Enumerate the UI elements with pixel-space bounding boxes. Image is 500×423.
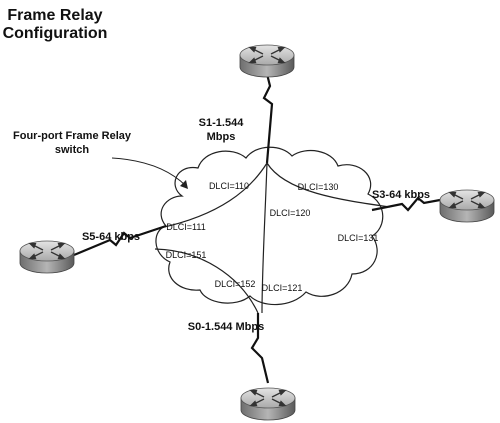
- pvc-line-151-152: [154, 248, 259, 314]
- serial-link-s0: [250, 313, 270, 384]
- link-label-s0: S0-1.544 Mbps: [188, 321, 264, 333]
- link-label-s5: S5-64 kbps: [82, 231, 140, 243]
- dlci-label-120: DLCI=120: [270, 208, 311, 218]
- switch-callout-arrow: [111, 157, 187, 187]
- dlci-label-152: DLCI=152: [215, 279, 256, 289]
- dlci-label-131: DLCI=131: [338, 233, 379, 243]
- router-icon-top: [239, 44, 295, 78]
- switch-label-line1: Four-port Frame Relay: [13, 130, 132, 142]
- callout-arrowhead-icon: [180, 180, 188, 189]
- link-label-s1-line2: Mbps: [207, 131, 236, 143]
- serial-link-s5: [73, 224, 167, 257]
- dlci-label-111: DLCI=111: [166, 222, 205, 232]
- diagram-title-line2: Configuration: [3, 25, 108, 42]
- serial-link-s1: [262, 73, 274, 164]
- router-icon-right: [439, 189, 495, 223]
- link-label-s3: S3-64 kbps: [372, 189, 430, 201]
- pvc-line-130-131: [266, 162, 391, 208]
- dlci-label-151: DLCI=151: [166, 250, 207, 260]
- pvc-line-110-111: [159, 162, 268, 229]
- dlci-label-121: DLCI=121: [262, 283, 303, 293]
- router-icon-left: [19, 240, 75, 274]
- dlci-label-130: DLCI=130: [298, 182, 339, 192]
- link-label-s1-line1: S1-1.544: [199, 117, 245, 129]
- dlci-label-110: DLCI=110: [209, 181, 249, 191]
- switch-label-line2: switch: [55, 144, 90, 156]
- diagram-title-line1: Frame Relay: [7, 7, 102, 24]
- router-icon-bottom: [240, 387, 296, 421]
- pvc-line-120-121: [261, 162, 268, 314]
- serial-link-s3: [371, 196, 441, 212]
